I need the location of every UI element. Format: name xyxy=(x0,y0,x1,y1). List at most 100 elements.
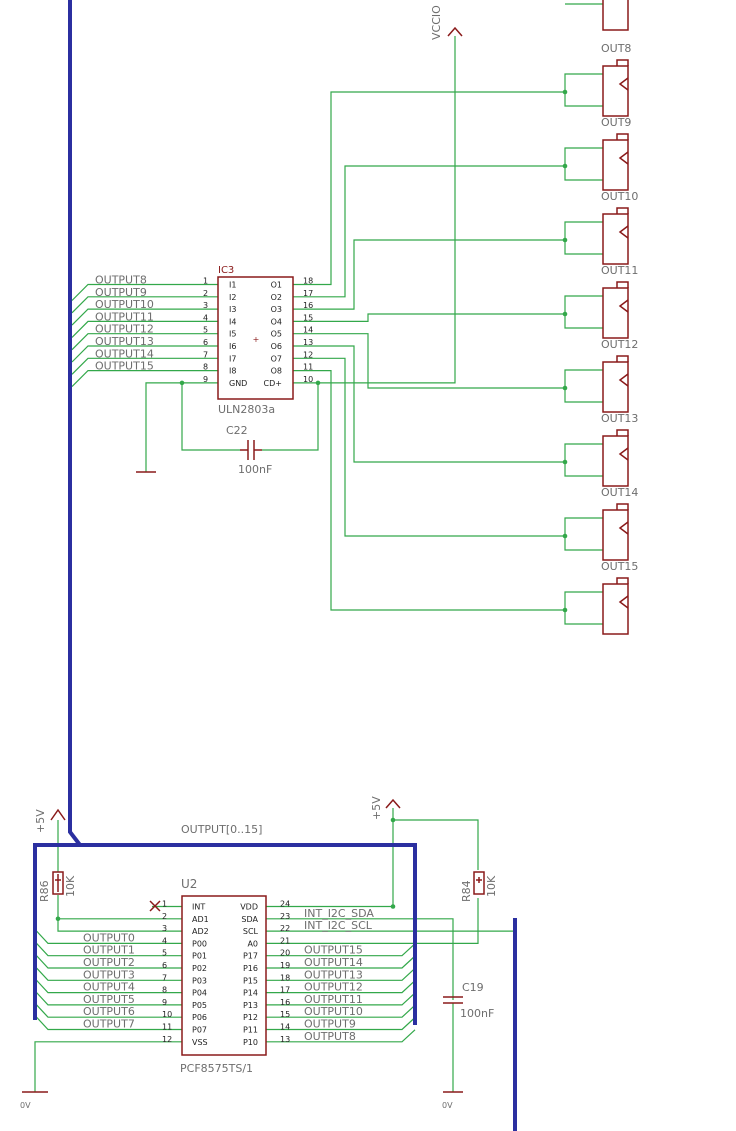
connector-label: OUT9 xyxy=(601,116,631,129)
u2-right-net-wire xyxy=(298,955,416,969)
ic3-pin-number: 15 xyxy=(303,313,313,322)
connector-body xyxy=(602,139,629,191)
u2-pin-label: P04 xyxy=(192,989,207,998)
connector-body xyxy=(602,287,629,339)
u2-pin-number: 23 xyxy=(280,912,290,921)
ic3-input-wire xyxy=(71,357,190,375)
connector-tab xyxy=(616,133,629,140)
ic3-pin-label: I6 xyxy=(229,342,236,351)
ic3-pin-number: 5 xyxy=(203,326,208,335)
ic3-pin-label: I5 xyxy=(229,330,236,339)
u2-pin-label: AD2 xyxy=(192,927,209,936)
junction-layer xyxy=(55,89,568,922)
u2-pin-number: 21 xyxy=(280,936,290,945)
parts-layer: + xyxy=(22,0,629,1093)
vccio-arrow xyxy=(447,26,463,37)
ad2-wire xyxy=(57,918,152,932)
ic3-pin-label: I8 xyxy=(229,367,236,376)
junction-dot xyxy=(179,380,185,386)
u2-left-net-wire xyxy=(34,1002,152,1018)
u2-left-net-label: OUTPUT6 xyxy=(83,1005,135,1018)
a0-wire xyxy=(298,898,479,945)
ic3-pin-number: 6 xyxy=(203,338,208,347)
connector-tab xyxy=(616,503,629,510)
ic3-pin-label: I3 xyxy=(229,305,236,314)
u2-left-net-label: OUTPUT0 xyxy=(83,931,135,944)
connector-body xyxy=(602,435,629,487)
connector-latch xyxy=(618,225,629,239)
ic3-output-wire xyxy=(318,239,565,310)
u2-left-net-label: OUTPUT2 xyxy=(83,956,135,969)
ic3-value: ULN2803a xyxy=(218,403,275,416)
u2-pin-label: VSS xyxy=(192,1038,208,1047)
ic3-input-wire xyxy=(71,308,190,326)
r84-body xyxy=(473,871,485,895)
ic3-input-net: OUTPUT11 xyxy=(95,310,154,323)
ic3-output-wire xyxy=(318,370,565,611)
supply-arrow-left xyxy=(50,808,66,821)
ic3-pin-label: CD+ xyxy=(264,379,282,388)
u2-pin-label: P01 xyxy=(192,952,207,961)
ic3-output-wire xyxy=(318,345,565,463)
u2-name: U2 xyxy=(181,877,197,891)
connector-latch xyxy=(618,447,629,461)
u2-pin-number: 17 xyxy=(280,986,290,995)
connector-top-partial xyxy=(602,0,629,31)
ic3-pin-label: O7 xyxy=(271,354,282,363)
u2-pin-label: P17 xyxy=(243,952,258,961)
ic3-pin-number: 11 xyxy=(303,363,313,372)
u2-left-net-label: OUTPUT4 xyxy=(83,981,135,994)
ic3-pin-number: 4 xyxy=(203,313,208,322)
u2-pin-label: VDD xyxy=(240,903,258,912)
ic3-name: IC3 xyxy=(218,265,234,276)
connector-pin-wire xyxy=(564,295,603,329)
ic3-pin-number: 9 xyxy=(203,375,208,384)
ic3-input-net: OUTPUT15 xyxy=(95,360,154,373)
r86-name: R86 xyxy=(38,880,51,902)
ic3-pin-number: 7 xyxy=(203,350,208,359)
u2-left-net-label: OUTPUT1 xyxy=(83,944,135,957)
ic3-output-wire xyxy=(318,91,565,286)
u2-right-net-wire xyxy=(298,1004,416,1018)
u2-pin-number: 14 xyxy=(280,1023,290,1032)
u2-pin-number: 16 xyxy=(280,998,290,1007)
junction-dot xyxy=(562,237,568,243)
connector-body xyxy=(602,509,629,561)
ic3-pin-label: I4 xyxy=(229,317,236,326)
ic3-output-wire xyxy=(318,357,565,537)
ic3-input-net: OUTPUT12 xyxy=(95,323,154,336)
r84-name: R84 xyxy=(460,880,473,902)
c22-left-wire xyxy=(181,382,240,451)
junction-dot xyxy=(562,607,568,613)
ic3-input-wire xyxy=(71,370,190,388)
u2-pin-label: INT xyxy=(192,903,205,912)
ic3-pin-number: 14 xyxy=(303,326,313,335)
u2-right-net-label: OUTPUT11 xyxy=(304,993,363,1006)
connector-label: OUT12 xyxy=(601,338,638,351)
u2-right-net-label: OUTPUT10 xyxy=(304,1005,363,1018)
ic3-pin-label: O2 xyxy=(271,293,282,302)
ic3-gnd-wire xyxy=(145,382,190,472)
ic3-pin-label: GND xyxy=(229,379,247,388)
ic3-input-net: OUTPUT8 xyxy=(95,274,147,287)
u2-pin-label: P15 xyxy=(243,976,258,985)
supply-arrow-right xyxy=(385,798,401,809)
u2-pin-label: SCL xyxy=(243,927,259,936)
u2-left-net-label: OUTPUT7 xyxy=(83,1018,135,1031)
u2-pin-number: 20 xyxy=(280,949,290,958)
u2-right-net-wire xyxy=(298,1029,416,1043)
u2-right-net-label: OUTPUT15 xyxy=(304,944,363,957)
u2-pin-number: 11 xyxy=(162,1023,172,1032)
connector-latch xyxy=(618,373,629,387)
ic3-output-wire xyxy=(318,333,565,389)
u2-pin-number: 7 xyxy=(162,973,167,982)
connector-latch xyxy=(618,521,629,535)
ic3-input-wire xyxy=(71,283,190,301)
connector-label: OUT15 xyxy=(601,560,638,573)
ic3-pin-number: 18 xyxy=(303,277,313,286)
vccio-wire xyxy=(318,36,456,384)
u2-left-net-wire xyxy=(34,953,152,969)
vss-wire xyxy=(34,1041,152,1092)
u2-pin-label: P07 xyxy=(192,1026,207,1035)
ic3-center-mark: + xyxy=(253,335,260,344)
